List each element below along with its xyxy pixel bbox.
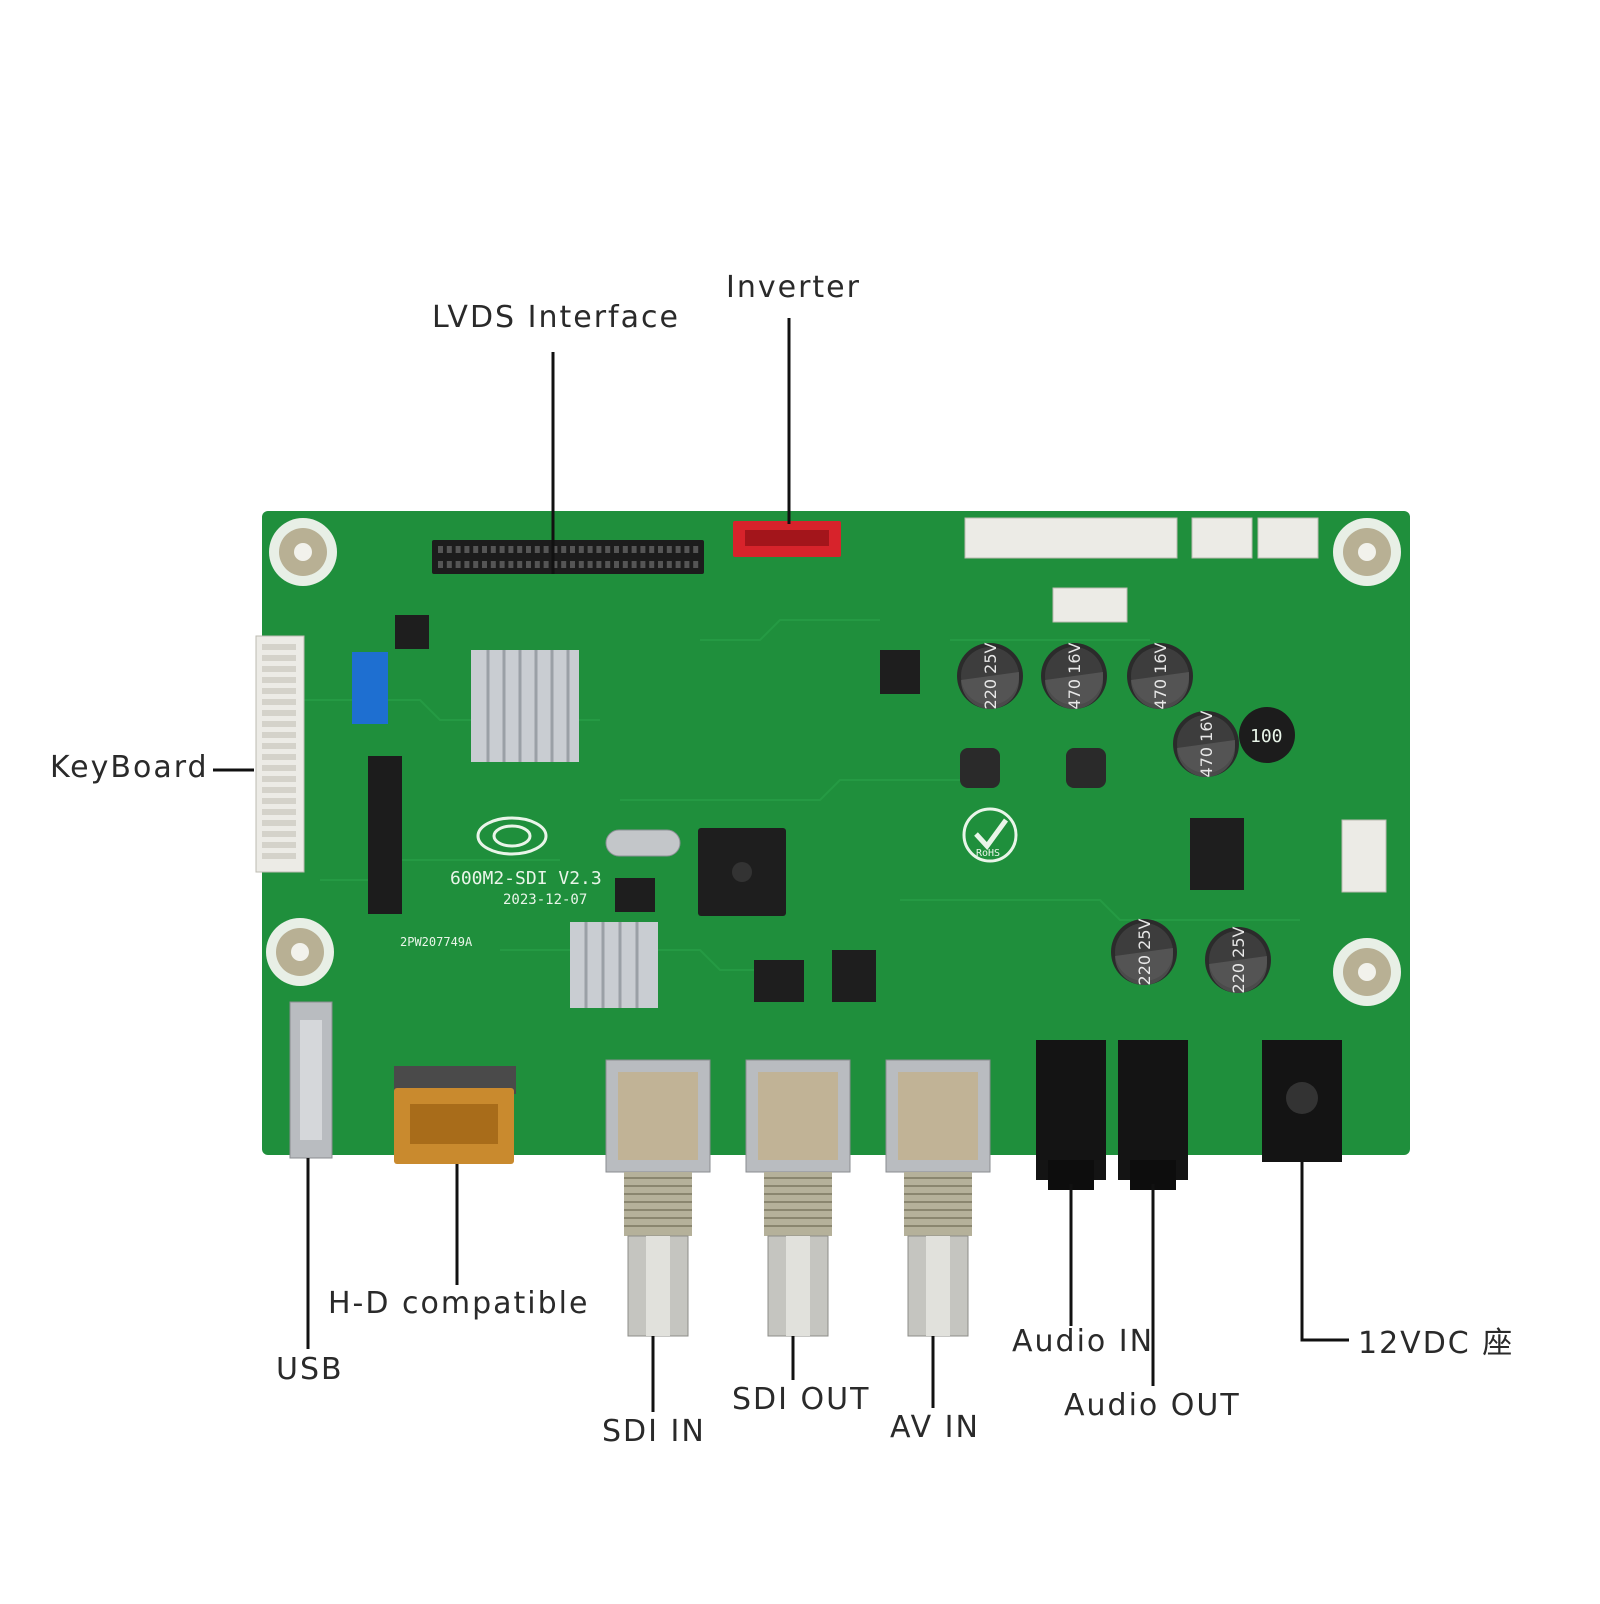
capacitor: 220 25V <box>1205 926 1271 993</box>
dc-jack <box>1262 1040 1342 1162</box>
label-hdmi: H-D compatible <box>328 1286 590 1321</box>
board-logo-icon <box>476 816 548 856</box>
small-ics <box>395 615 1244 1002</box>
label-av-in: AV IN <box>890 1410 980 1445</box>
audio-in-jack <box>1036 1040 1106 1190</box>
capacitor-label: 220 25V <box>1229 926 1248 993</box>
board-part-number: 2PW207749A <box>400 935 473 949</box>
hdmi-connector <box>394 1066 516 1164</box>
capacitor-label: 470 16V <box>1065 642 1084 709</box>
inductor-small-2 <box>1066 748 1106 788</box>
lvds-header <box>432 540 704 574</box>
heatsink-main <box>471 650 579 762</box>
crystal <box>605 829 681 857</box>
board-model: 600M2-SDI V2.3 <box>450 868 602 889</box>
usb-connector <box>289 1001 333 1159</box>
capacitor-label: 220 25V <box>981 642 1000 709</box>
capacitor: 220 25V <box>957 642 1023 709</box>
inverter-connector <box>733 521 841 557</box>
label-sdi-in: SDI IN <box>602 1414 706 1449</box>
label-usb: USB <box>276 1352 344 1387</box>
capacitor: 470 16V <box>1127 642 1193 709</box>
label-12vdc: 12VDC 座 <box>1358 1326 1515 1361</box>
inductor-large: 100 <box>1239 707 1295 763</box>
capacitor-label: 220 25V <box>1135 918 1154 985</box>
label-keyboard: KeyBoard <box>50 750 209 785</box>
label-sdi-out: SDI OUT <box>732 1382 871 1417</box>
mounting-hole-br-icon <box>1333 938 1401 1006</box>
blue-connector <box>352 652 388 724</box>
rohs-icon <box>962 807 1018 863</box>
vertical-header <box>368 756 402 914</box>
board-date: 2023-12-07 <box>503 892 587 908</box>
capacitor: 470 16V <box>1041 642 1107 709</box>
label-audio-out: Audio OUT <box>1064 1388 1241 1423</box>
top-white-connectors <box>964 517 1387 893</box>
keyboard-connector <box>255 635 305 873</box>
inductor-label: 100 <box>1250 726 1283 747</box>
inductor-small-1 <box>960 748 1000 788</box>
bnc-connector <box>605 1059 711 1337</box>
capacitor: 470 16V <box>1173 710 1239 777</box>
mounting-hole-bl-icon <box>266 918 334 986</box>
capacitor-label: 470 16V <box>1197 710 1216 777</box>
capacitor-label: 470 16V <box>1151 642 1170 709</box>
dc-leader <box>1300 1162 1349 1342</box>
leader-lines <box>213 318 1349 1412</box>
label-inverter: Inverter <box>726 270 861 305</box>
label-audio-in: Audio IN <box>1012 1324 1155 1359</box>
mounting-hole-tl-icon <box>269 518 337 586</box>
bnc-connector <box>745 1059 851 1337</box>
bnc-connector <box>885 1059 991 1337</box>
label-lvds-interface: LVDS Interface <box>432 300 680 335</box>
heatsink-small <box>570 922 658 1008</box>
mounting-hole-tr-icon <box>1333 518 1401 586</box>
rohs-text: RoHS <box>976 848 1000 859</box>
capacitor: 220 25V <box>1111 918 1177 985</box>
audio-out-jack <box>1118 1040 1188 1190</box>
